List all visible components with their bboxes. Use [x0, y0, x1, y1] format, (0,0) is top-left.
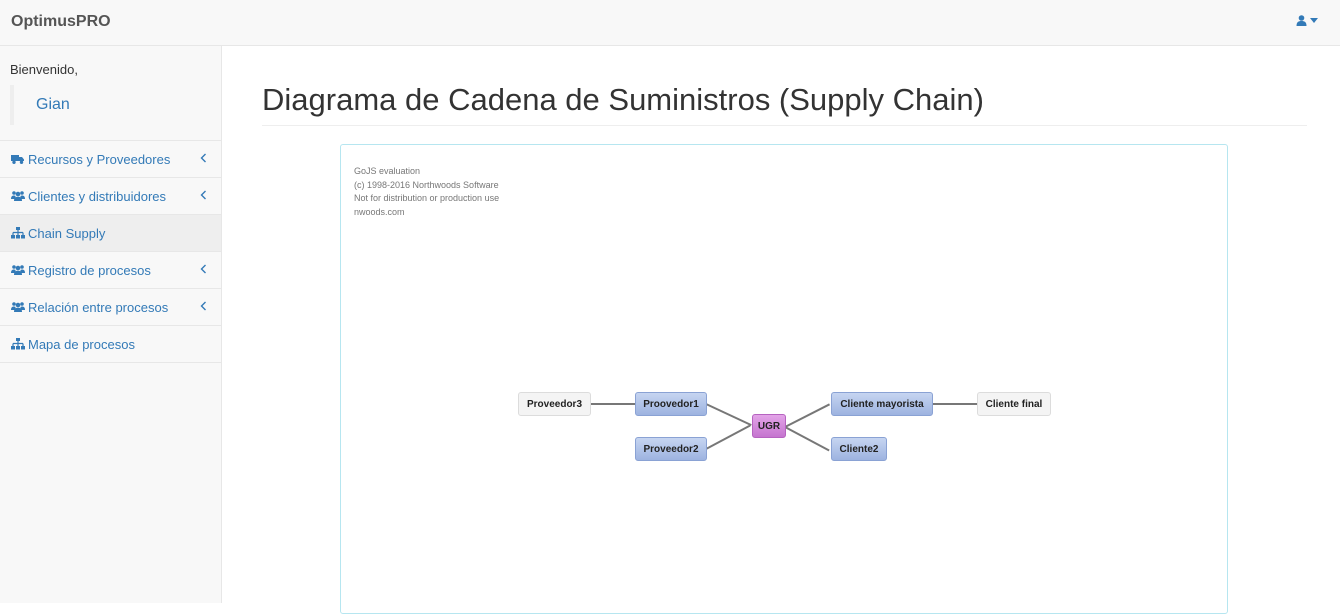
sidebar-item-label: Mapa de procesos — [28, 336, 135, 352]
sidebar-item-label: Chain Supply — [28, 225, 106, 241]
title-divider — [262, 125, 1307, 126]
watermark-line: nwoods.com — [354, 206, 405, 217]
top-navbar: OptimusPRO — [0, 0, 1340, 46]
user-icon — [1296, 15, 1307, 26]
node-proveedor3[interactable]: Proveedor3 — [518, 392, 591, 416]
sidebar-item-recursos-proveedores[interactable]: Recursos y Proveedores — [0, 141, 221, 178]
sidebar-item-label: Clientes y distribuidores — [28, 188, 167, 204]
node-proveedor2[interactable]: Proveedor2 — [635, 437, 707, 461]
sidebar-item-registro-procesos[interactable]: Registro de procesos — [0, 252, 221, 289]
node-cliente2[interactable]: Cliente2 — [831, 437, 887, 461]
node-cliente-final[interactable]: Cliente final — [977, 392, 1051, 416]
caret-down-icon — [1310, 18, 1318, 23]
welcome-panel: Bienvenido, Gian — [0, 46, 221, 141]
sidebar: Bienvenido, Gian Recursos y Proveedores … — [0, 46, 222, 603]
link-ugr-cliente2 — [784, 426, 830, 452]
watermark-line: Not for distribution or production use — [354, 193, 500, 203]
node-cliente-mayorista[interactable]: Cliente mayorista — [831, 392, 933, 416]
link-proveedor3-proveedor1 — [590, 403, 636, 405]
node-ugr[interactable]: UGR — [752, 414, 786, 438]
sidebar-item-mapa-procesos[interactable]: Mapa de procesos — [0, 326, 221, 363]
chevron-left-icon — [200, 264, 206, 274]
sidebar-item-relacion-procesos[interactable]: Relación entre procesos — [0, 289, 221, 326]
sitemap-icon — [11, 227, 25, 239]
user-name[interactable]: Gian — [10, 85, 70, 125]
watermark-line: GoJS evaluation — [354, 166, 421, 176]
chevron-left-icon — [200, 190, 206, 200]
truck-icon — [11, 155, 24, 164]
welcome-label: Bienvenido, — [10, 62, 78, 77]
sitemap-icon — [11, 338, 25, 350]
sidebar-item-chain-supply[interactable]: Chain Supply — [0, 215, 221, 252]
supply-chain-diagram[interactable]: GoJS evaluation (c) 1998-2016 Northwoods… — [340, 144, 1228, 614]
chevron-left-icon — [200, 301, 206, 311]
link-ugr-cliente-mayorista — [784, 403, 831, 428]
watermark-line: (c) 1998-2016 Northwoods Software — [354, 179, 499, 190]
page-title: Diagrama de Cadena de Suministros (Suppl… — [262, 82, 984, 117]
brand-logo[interactable]: OptimusPRO — [11, 13, 111, 30]
users-icon — [11, 191, 25, 201]
users-icon — [11, 302, 25, 312]
sidebar-item-label: Recursos y Proveedores — [28, 151, 171, 167]
main-content: Diagrama de Cadena de Suministros (Suppl… — [222, 46, 1340, 614]
link-cliente-mayorista-cliente-final — [931, 403, 978, 405]
users-icon — [11, 265, 25, 275]
link-proveedor1-ugr — [705, 403, 752, 427]
user-menu-toggle[interactable] — [1296, 15, 1318, 26]
link-proveedor2-ugr — [705, 424, 751, 450]
sidebar-item-clientes-distribuidores[interactable]: Clientes y distribuidores — [0, 178, 221, 215]
node-proveedor1[interactable]: Proovedor1 — [635, 392, 707, 416]
sidebar-item-label: Relación entre procesos — [28, 299, 169, 315]
gojs-watermark: GoJS evaluation (c) 1998-2016 Northwoods… — [354, 165, 499, 219]
chevron-left-icon — [200, 153, 206, 163]
sidebar-item-label: Registro de procesos — [28, 262, 151, 278]
